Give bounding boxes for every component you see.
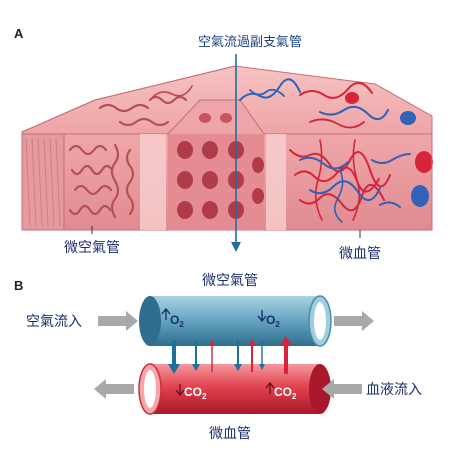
label-air-capillary-a: 微空氣管: [64, 240, 120, 256]
airflow-arrow: [231, 54, 241, 252]
svg-text:O2: O2: [170, 313, 184, 329]
label-blood-capillary-a: 微血管: [339, 246, 381, 262]
co2-label-right: CO2: [265, 381, 297, 401]
o2-label-right: O2: [257, 310, 280, 329]
svg-text:O2: O2: [266, 313, 280, 329]
blood-in-arrow: [322, 379, 362, 399]
bottom-tube-label: 微血管: [209, 426, 251, 442]
svg-text:CO2: CO2: [274, 385, 297, 401]
top-tube-label: 微空氣管: [202, 273, 258, 289]
panel-a-letter: A: [14, 26, 24, 41]
panel-b-letter: B: [14, 278, 23, 293]
air-out-arrow: [334, 311, 374, 331]
gas-exchange-arrows: [168, 336, 292, 374]
blood-in-label: 血液流入: [366, 382, 422, 398]
svg-text:CO2: CO2: [184, 385, 207, 401]
blood-capillaries: [149, 78, 411, 223]
blood-vessel-ends: [345, 92, 433, 207]
air-in-arrow: [98, 311, 138, 331]
lung-tissue-block: [21, 65, 433, 231]
air-capillaries-left: [68, 95, 188, 219]
blood-capillary-tube: [138, 363, 331, 415]
o2-label-left: O2: [161, 307, 184, 329]
blood-out-arrow: [94, 379, 134, 399]
parabronchus-lumen: [167, 99, 265, 230]
air-capillary-tube: [139, 295, 332, 347]
air-in-label: 空氣流入: [26, 314, 82, 330]
panel-a-title: 空氣流過副支氣管: [198, 35, 302, 50]
co2-label-left: CO2: [175, 384, 207, 401]
